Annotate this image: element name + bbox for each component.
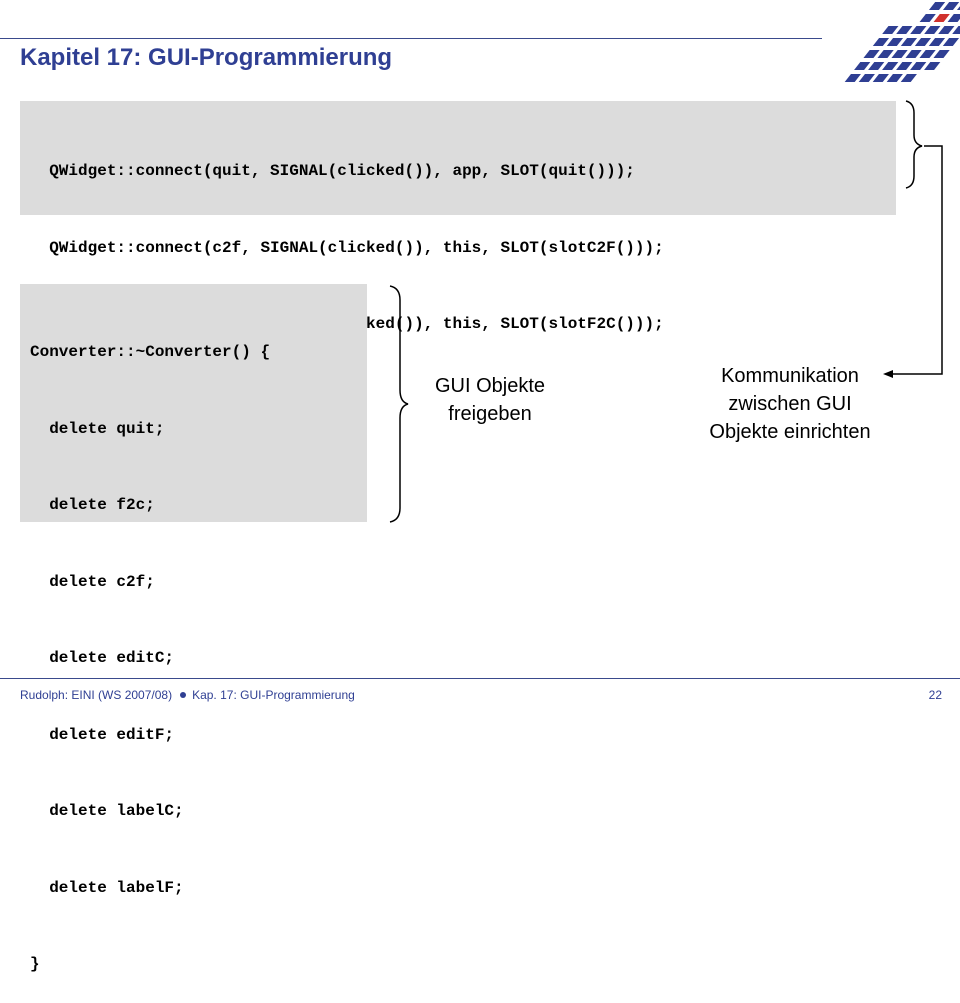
university-logo-icon [844, 2, 960, 82]
header-rule [0, 38, 822, 39]
code-line: delete labelF; [30, 878, 184, 897]
code-line: delete labelC; [30, 802, 184, 820]
connect-code-block: QWidget::connect(quit, SIGNAL(clicked())… [20, 101, 896, 410]
slide-title: Kapitel 17: GUI-Programmierung [20, 44, 393, 71]
label-line: Kommunikation [721, 365, 859, 387]
code-line: delete editF; [30, 725, 175, 744]
footer: Rudolph: EINI (WS 2007/08) Kap. 17: GUI-P… [20, 688, 355, 702]
label-line: freigeben [448, 403, 532, 425]
footer-chapter: Kap. 17: GUI-Programmierung [192, 688, 355, 702]
code-line: delete editC; [30, 649, 175, 667]
code-line: Converter::~Converter() { [30, 343, 271, 361]
footer-author: Rudolph: EINI (WS 2007/08) [20, 688, 173, 702]
arrow-head-icon [883, 370, 893, 378]
code-line: delete c2f; [30, 572, 155, 591]
label-line: GUI Objekte [434, 375, 546, 397]
annotation-graphics [389, 100, 943, 523]
curly-brace-connect [905, 100, 923, 189]
curly-brace-destructor [389, 285, 409, 523]
footer-rule [0, 678, 960, 679]
code-line: delete quit; [30, 419, 165, 438]
code-line: delete f2c; [30, 496, 155, 514]
label-line: zwischen GUI [728, 393, 852, 415]
code-line: QWidget::connect(c2f, SIGNAL(clicked()),… [30, 238, 664, 257]
code-line: QWidget::connect(quit, SIGNAL(clicked())… [30, 162, 635, 180]
communication-label: Kommunikation zwischen GUI Objekte einri… [670, 362, 910, 446]
free-objects-label: GUI Objekte freigeben [410, 372, 570, 428]
page-number: 22 [928, 688, 942, 702]
connector-line [892, 145, 943, 375]
code-line: } [30, 955, 40, 973]
bullet-icon [180, 692, 187, 699]
label-line: Objekte einrichten [709, 421, 871, 443]
